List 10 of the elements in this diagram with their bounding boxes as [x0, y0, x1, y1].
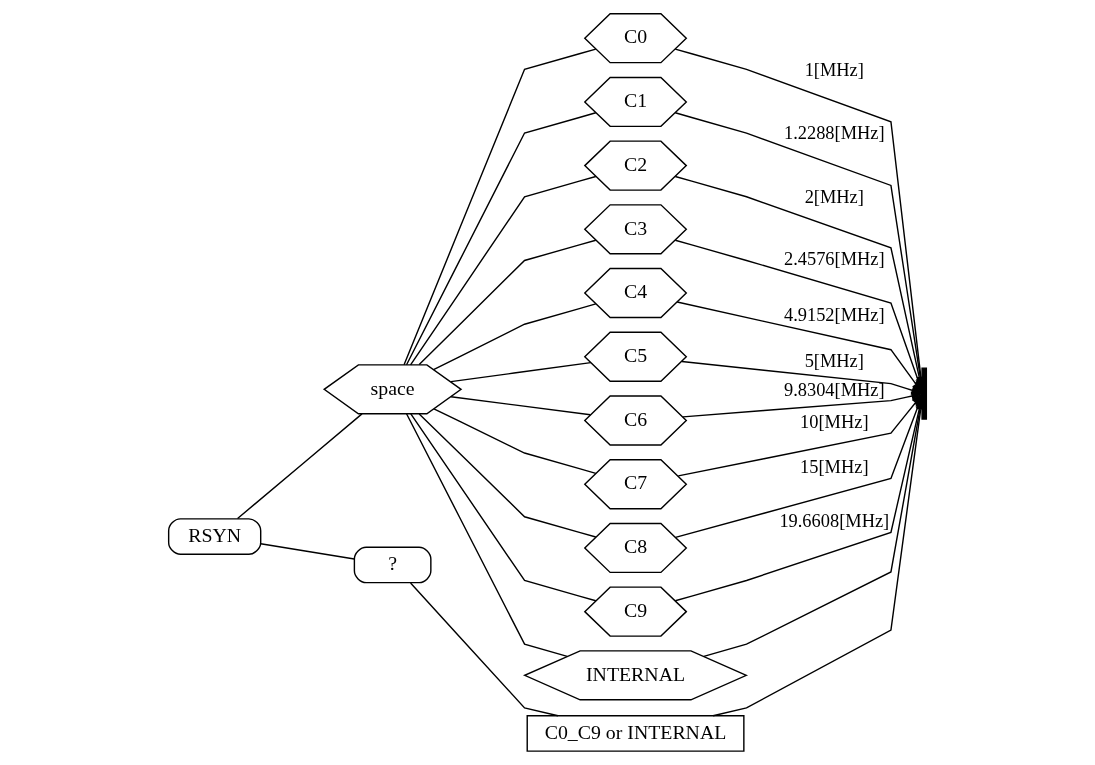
edge-label: 19.6608[MHz]: [779, 511, 890, 532]
edge-label: 10[MHz]: [800, 412, 869, 433]
edge-label: 15[MHz]: [800, 457, 869, 478]
edge-label: 4.9152[MHz]: [783, 304, 885, 325]
edge-label: 9.8304[MHz]: [783, 379, 885, 400]
edge-label: 2.4576[MHz]: [783, 249, 885, 270]
edge-label: 5[MHz]: [804, 351, 864, 372]
edge-label: 2[MHz]: [804, 187, 864, 207]
edge-label: 1[MHz]: [804, 59, 864, 80]
edge-label: 1.2288[MHz]: [783, 123, 885, 144]
